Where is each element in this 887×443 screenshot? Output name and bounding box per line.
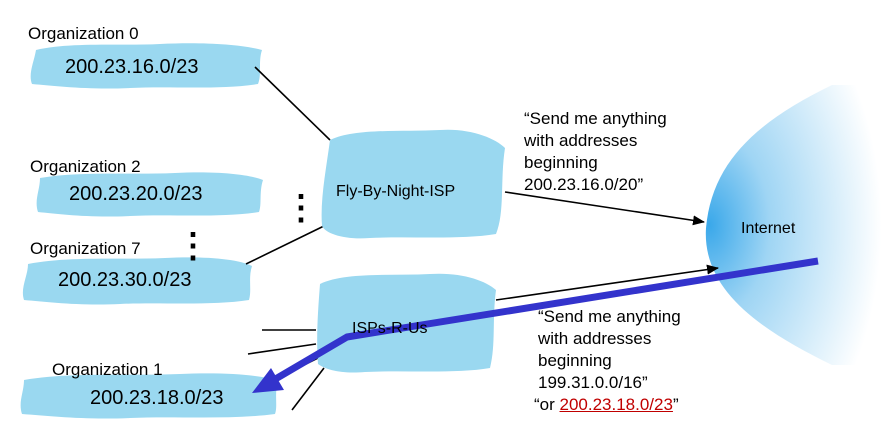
org2-cloud [36,172,263,217]
route-arrowhead [252,368,284,393]
org2-prefix: 200.23.20.0/23 [69,183,203,205]
org7-prefix: 200.23.30.0/23 [58,269,192,291]
isps-r-us-label: ISPs-R-Us [352,320,428,337]
ellipsis-marker-left: ⋮ [176,227,210,265]
link-org7-fly [245,224,327,265]
link-isps-stub-2 [247,343,317,355]
org7-name: Organization 7 [30,239,141,258]
isps-announcement-line: beginning [538,351,612,370]
org0-cloud [30,43,262,89]
link-org0-fly [254,66,331,141]
route-path-arrow [270,257,819,385]
fly-announcement-line: 200.23.16.0/20” [524,175,644,194]
org7-cloud [22,257,252,305]
isps-announcement-line: with addresses [538,329,652,348]
fly-announcement: “Send me anything with addresses beginni… [524,108,667,196]
or-prefix: “or [534,395,560,414]
isps-to-internet-arrow [495,264,719,301]
isps-announcement-line: “Send me anything [538,307,681,326]
fly-by-night-cloud [321,129,505,239]
fly-announcement-line: with addresses [524,131,638,150]
or-suffix: ” [672,395,679,414]
isps-announcement: “Send me anything with addresses beginni… [538,306,681,394]
isps-announcement-or: “or 200.23.18.0/23” [534,394,679,416]
fly-announcement-line: beginning [524,153,598,172]
isps-announcement-line: 199.31.0.0/16” [538,373,648,392]
org0-name: Organization 0 [28,24,139,43]
fly-by-night-label: Fly-By-Night-ISP [336,183,456,200]
ellipsis-marker-right: ⋮ [284,189,318,227]
fly-to-internet-arrow [504,191,705,226]
fly-announcement-line: “Send me anything [524,109,667,128]
org2-name: Organization 2 [30,157,141,176]
link-isps-stub-4 [291,367,325,411]
internet-label: Internet [741,220,796,237]
org1-name: Organization 1 [52,360,163,379]
org1-prefix: 200.23.18.0/23 [90,387,224,409]
isps-r-us-cloud [317,273,496,373]
org0-prefix: 200.23.16.0/23 [65,56,199,78]
internet-cloud [705,85,887,365]
more-specific-prefix: 200.23.18.0/23 [559,395,673,414]
org1-cloud [20,373,278,419]
